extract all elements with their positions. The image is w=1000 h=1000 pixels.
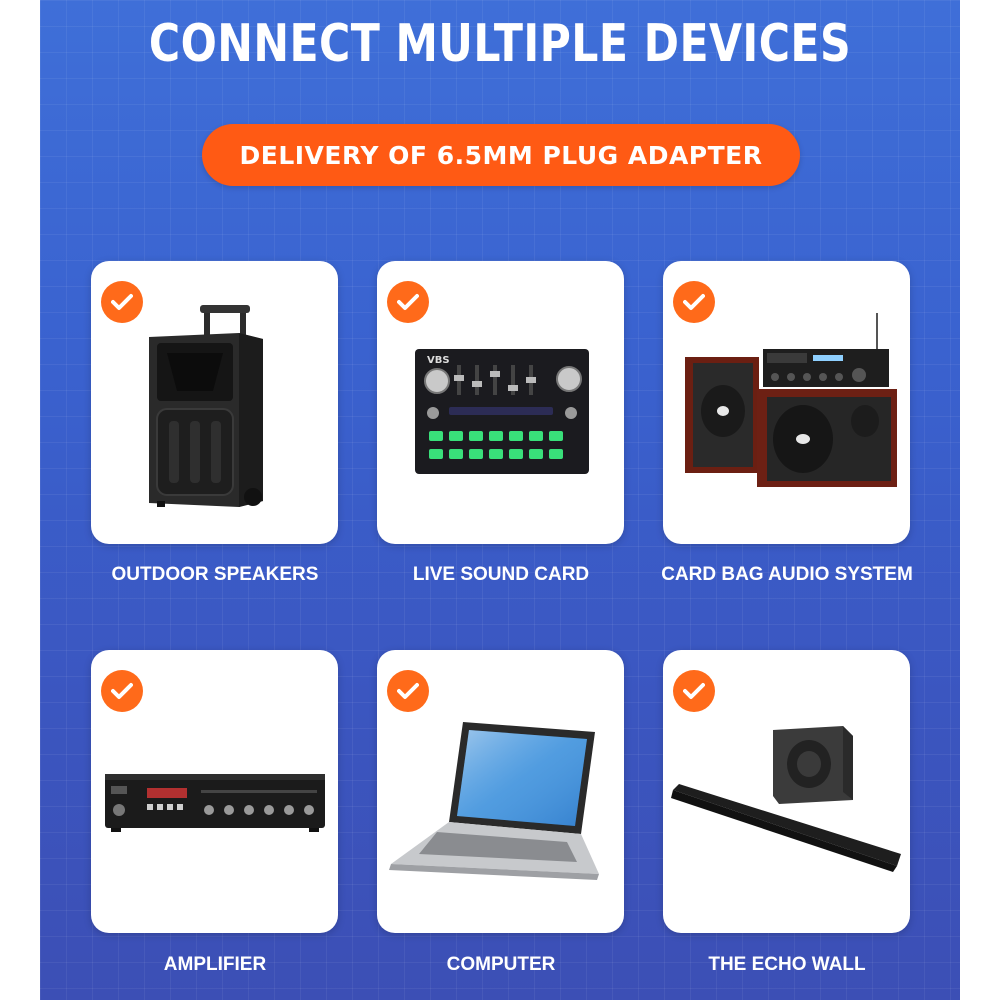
device-label-live-sound-card: LIVE SOUND CARD xyxy=(412,564,590,585)
adapter-badge-text: DELIVERY OF 6.5MM PLUG ADAPTER xyxy=(239,140,763,170)
device-card-outdoor-speakers xyxy=(91,261,338,544)
device-card-audio-system xyxy=(663,261,910,544)
amplifier-icon xyxy=(105,774,325,832)
trolley-speaker-icon xyxy=(149,305,263,507)
sound-card-icon: VBS xyxy=(415,349,589,474)
headline: CONNECT MULTIPLE DEVICES xyxy=(148,14,852,74)
banner-panel: CONNECT MULTIPLE DEVICES DELIVERY OF 6.5… xyxy=(40,0,960,1000)
device-label-amplifier: AMPLIFIER xyxy=(163,954,267,975)
device-card-echo-wall xyxy=(663,650,910,933)
adapter-badge: DELIVERY OF 6.5MM PLUG ADAPTER xyxy=(202,124,800,186)
device-label-echo-wall: THE ECHO WALL xyxy=(708,954,866,975)
device-label-computer: COMPUTER xyxy=(446,954,556,975)
check-icon xyxy=(673,281,715,323)
laptop-icon xyxy=(389,722,599,880)
device-card-computer xyxy=(377,650,624,933)
check-icon xyxy=(101,281,143,323)
check-icon xyxy=(387,670,429,712)
check-icon xyxy=(673,670,715,712)
device-label-audio-system: CARD BAG AUDIO SYSTEM xyxy=(661,564,913,585)
soundbar-icon xyxy=(671,726,901,872)
device-card-amplifier xyxy=(91,650,338,933)
sound-card-brand: VBS xyxy=(427,355,450,366)
check-icon xyxy=(387,281,429,323)
device-label-outdoor-speakers: OUTDOOR SPEAKERS xyxy=(111,564,319,585)
device-card-live-sound-card: VBS xyxy=(377,261,624,544)
check-icon xyxy=(101,670,143,712)
speaker-system-icon xyxy=(685,313,897,487)
